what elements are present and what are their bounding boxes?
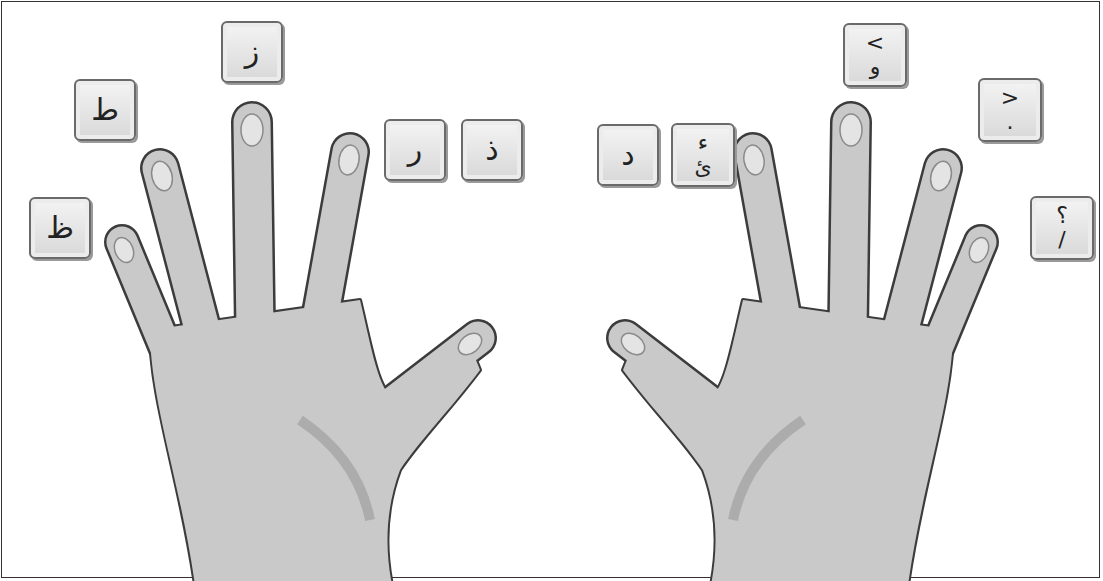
key-cap: ط: [74, 79, 136, 141]
key-label: <: [866, 32, 884, 54]
key-label: ء: [698, 132, 708, 154]
right-hand: [617, 114, 992, 581]
key-cap: ر: [384, 119, 446, 181]
key-cap: ز: [221, 21, 283, 83]
key-cap: ذ: [461, 119, 523, 181]
key-label: >: [1001, 87, 1019, 109]
key-cap: ظ: [29, 197, 91, 259]
key-label: .: [1007, 111, 1014, 133]
key-label: ط: [91, 95, 119, 125]
key-cap: <و: [843, 23, 907, 87]
key-cap: >.: [978, 78, 1042, 142]
key-label: ر: [408, 135, 423, 165]
key-label: ؟: [1056, 205, 1068, 227]
left-hand: [111, 114, 486, 581]
key-label: /: [1058, 229, 1065, 251]
key-label: و: [870, 56, 881, 78]
key-cap: ءئ: [671, 123, 735, 187]
key-label: ذ: [485, 135, 498, 165]
key-label: ز: [245, 37, 260, 67]
key-label: ئ: [694, 156, 711, 178]
key-cap: د: [597, 124, 659, 186]
key-label: ظ: [46, 213, 74, 243]
key-cap: ؟/: [1030, 196, 1094, 260]
key-label: د: [621, 140, 634, 170]
